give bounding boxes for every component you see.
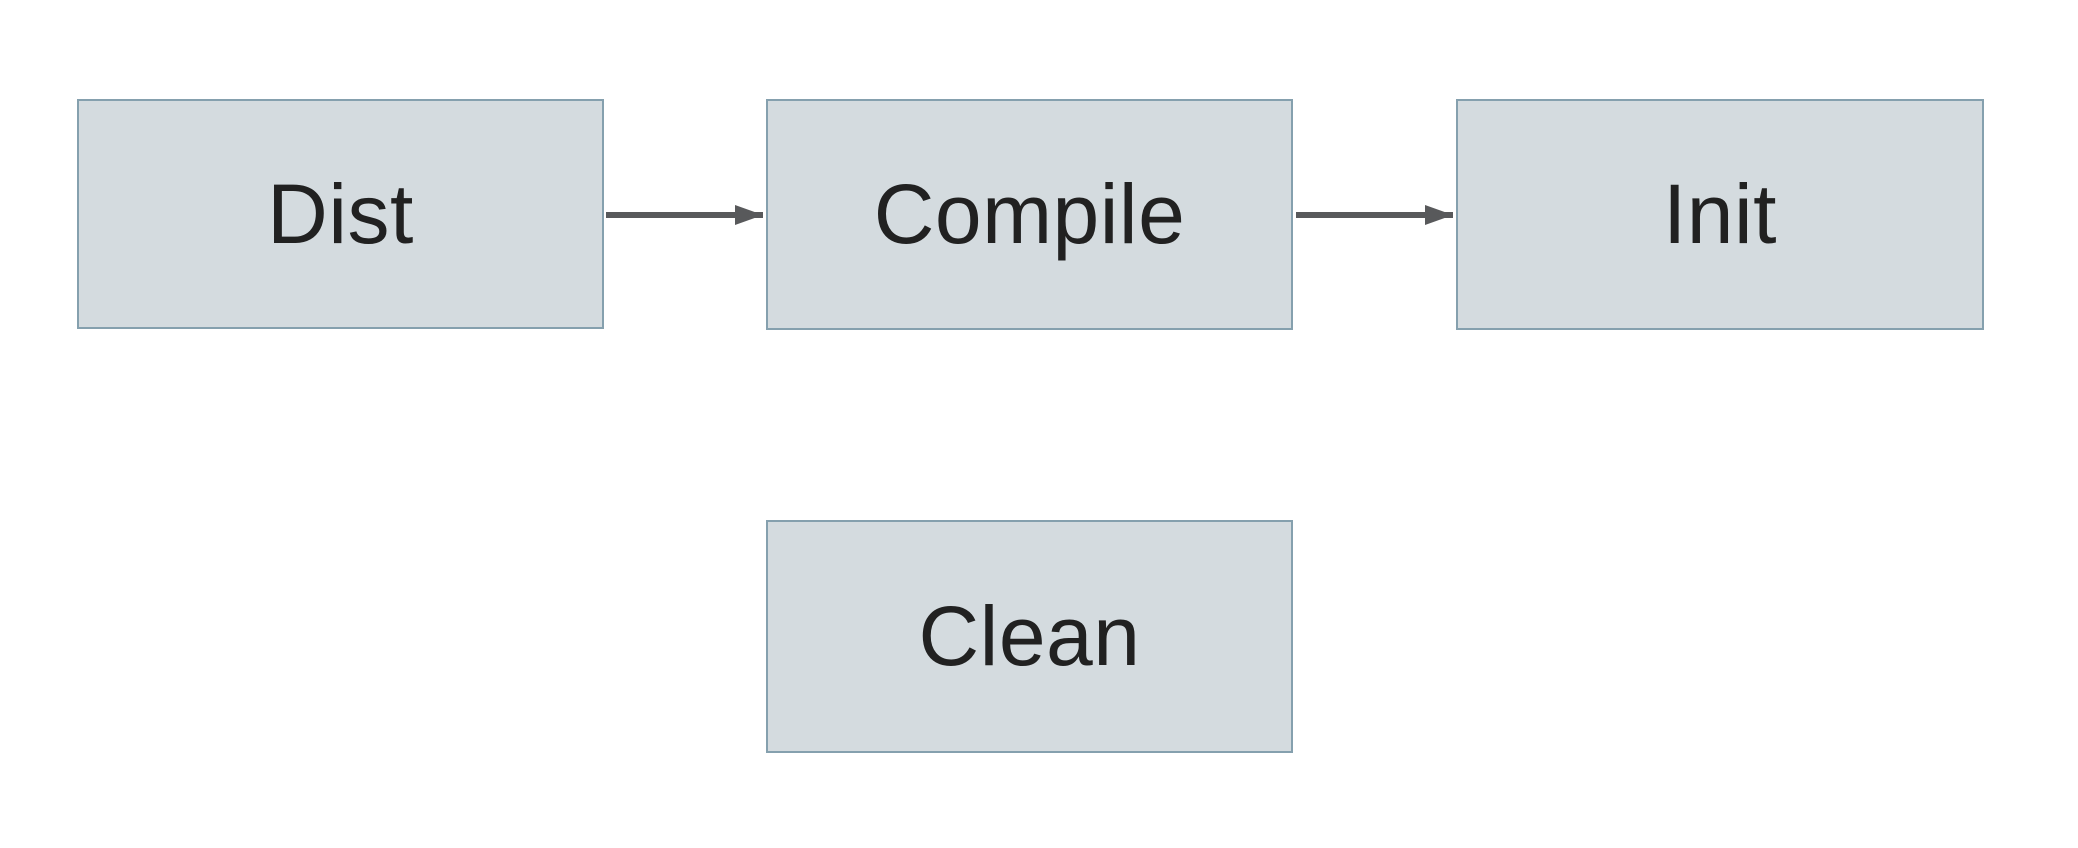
node-init-label: Init (1662, 167, 1778, 261)
node-compile[interactable]: Compile (766, 99, 1293, 330)
node-dist-label: Dist (267, 166, 414, 261)
node-dist[interactable]: Dist (77, 99, 604, 329)
node-clean[interactable]: Clean (766, 520, 1293, 753)
node-clean-label: Clean (918, 589, 1141, 683)
node-init[interactable]: Init (1456, 99, 1984, 330)
node-compile-label: Compile (873, 167, 1186, 261)
